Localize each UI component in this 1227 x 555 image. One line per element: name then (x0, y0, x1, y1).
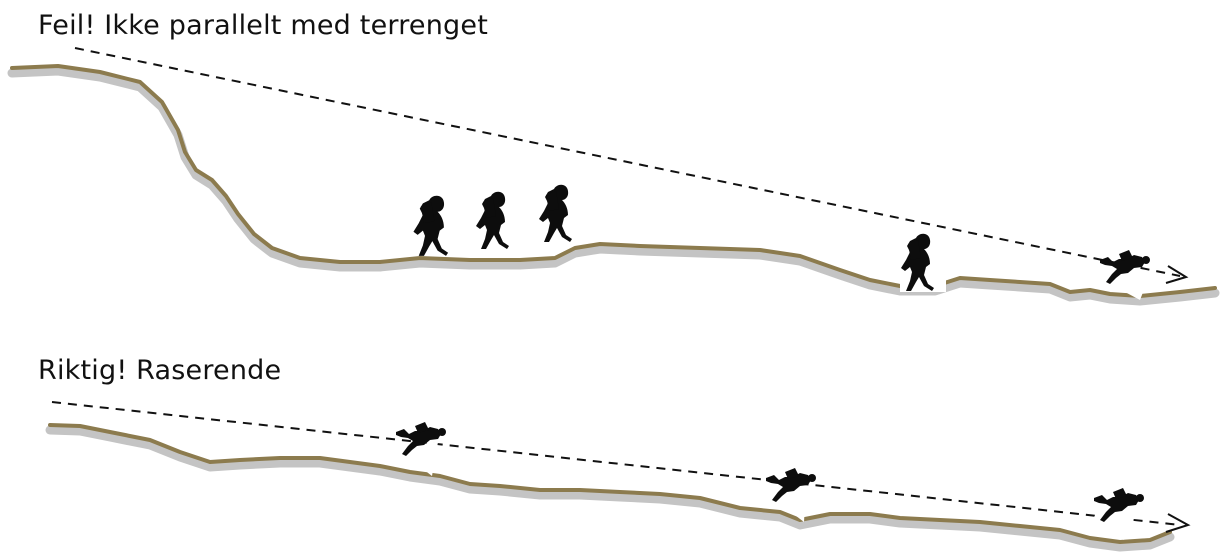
arrow-head-icon (1165, 265, 1189, 284)
top-terrain (7, 64, 1220, 306)
bottom-terrain-shadow (45, 425, 1175, 552)
bottom-figures (396, 422, 1144, 540)
bottom-terrain-line (48, 423, 1172, 544)
top-terrain-shadow (7, 66, 1220, 306)
running-figure-icon (476, 191, 509, 249)
panel-title-right: Riktig! Raserende (38, 355, 282, 386)
bottom-trajectory-line (51, 401, 1181, 526)
bottom-terrain (45, 423, 1175, 552)
top-trajectory-line (74, 47, 1181, 277)
top-terrain-line (10, 64, 1217, 298)
running-figure-icon (539, 184, 572, 242)
panel-title-wrong: Feil! Ikke parallelt med terrenget (38, 10, 488, 41)
top-figures (412, 184, 1150, 300)
arrow-head-icon (1165, 513, 1191, 533)
